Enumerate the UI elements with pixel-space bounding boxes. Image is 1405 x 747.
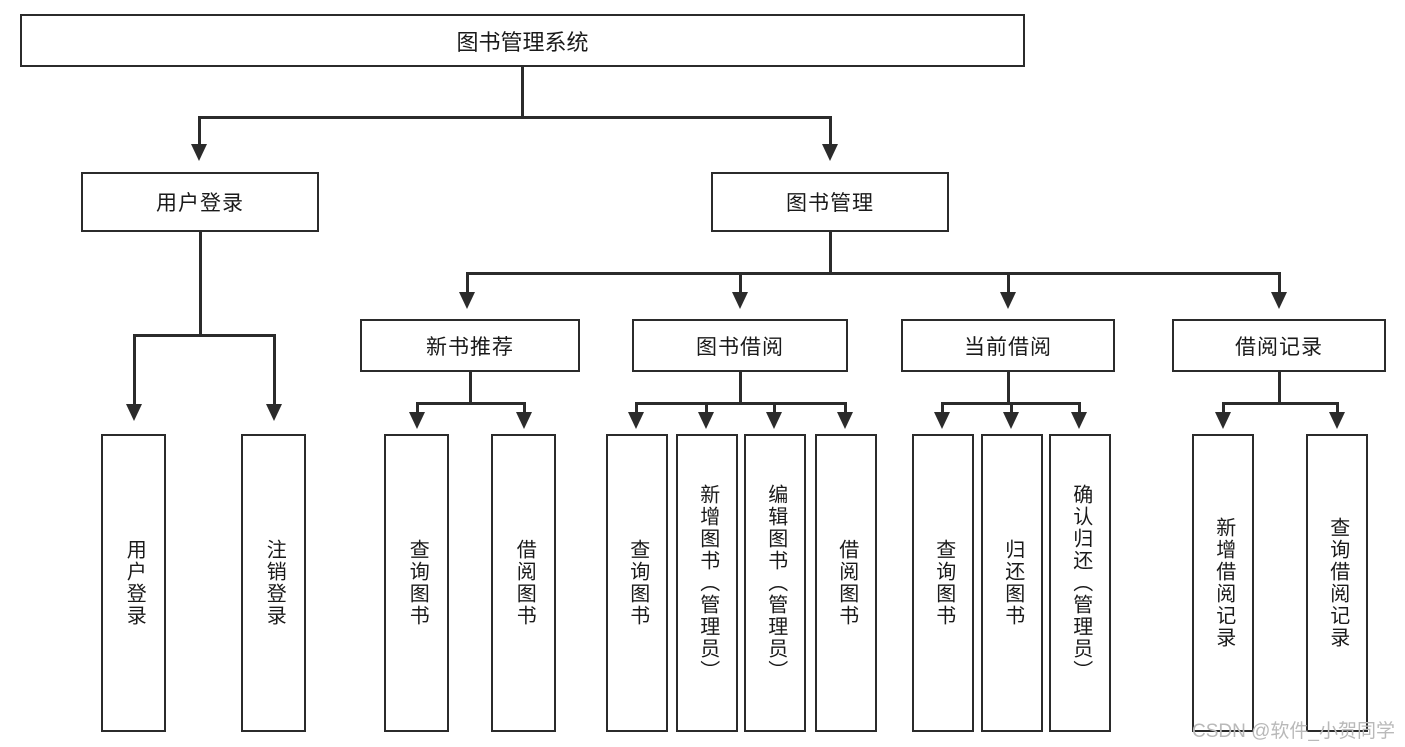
leaf-book-borrow-add-book-admin[interactable]: 新增图书（管理员）	[676, 434, 738, 732]
node-label: 图书管理	[786, 192, 874, 215]
edge-root-to-book-management	[829, 116, 832, 146]
arrow-current-borrow-to-leaf-2	[1003, 412, 1019, 429]
leaf-label: 用户登录	[123, 539, 146, 627]
edge-bm-to-current-borrow	[1007, 272, 1010, 294]
node-book-borrow[interactable]: 图书借阅	[632, 319, 848, 372]
edge-bm-to-new-book	[466, 272, 469, 294]
leaf-borrow-record-add-record[interactable]: 新增借阅记录	[1192, 434, 1254, 732]
arrow-current-borrow-to-leaf-1	[934, 412, 950, 429]
arrow-borrow-record-to-leaf-1	[1215, 412, 1231, 429]
edge-user-login-bar	[133, 334, 276, 337]
edge-bm-to-borrow-record	[1278, 272, 1281, 294]
node-book-management[interactable]: 图书管理	[711, 172, 949, 232]
leaf-new-book-borrow-book[interactable]: 借阅图书	[491, 434, 556, 732]
node-user-login[interactable]: 用户登录	[81, 172, 319, 232]
edge-book-borrow-bar	[635, 402, 847, 405]
leaf-book-borrow-edit-book-admin[interactable]: 编辑图书（管理员）	[744, 434, 806, 732]
edge-user-login-stem	[199, 232, 202, 336]
leaf-current-borrow-confirm-return-admin[interactable]: 确认归还（管理员）	[1049, 434, 1111, 732]
leaf-current-borrow-query-book[interactable]: 查询图书	[912, 434, 974, 732]
arrow-book-borrow-to-leaf-2	[698, 412, 714, 429]
leaf-label: 查询图书	[626, 539, 649, 627]
edge-book-borrow-to-leaf-1	[635, 402, 638, 414]
edge-new-book-to-leaf-1	[416, 402, 419, 414]
node-current-borrow[interactable]: 当前借阅	[901, 319, 1115, 372]
csdn-watermark: CSDN @软件_小贺同学	[1192, 716, 1395, 743]
edge-borrow-record-to-leaf-2	[1336, 402, 1339, 414]
arrow-book-borrow-to-leaf-4	[837, 412, 853, 429]
arrow-bm-to-borrow-record	[1271, 292, 1287, 309]
edge-book-borrow-to-leaf-4	[844, 402, 847, 414]
node-label: 图书管理系统	[456, 29, 589, 55]
arrow-bm-to-new-book	[459, 292, 475, 309]
edge-root-bar	[198, 116, 832, 119]
arrow-user-login-to-leaf-2	[266, 404, 282, 421]
edge-borrow-record-bar	[1222, 402, 1338, 405]
node-label: 图书借阅	[696, 335, 784, 359]
edge-new-book-to-leaf-2	[523, 402, 526, 414]
arrow-bm-to-current-borrow	[1000, 292, 1016, 309]
watermark-text: CSDN @软件_小贺同学	[1192, 721, 1395, 742]
arrow-current-borrow-to-leaf-3	[1071, 412, 1087, 429]
node-label: 用户登录	[156, 192, 244, 215]
leaf-label: 查询图书	[932, 539, 955, 627]
node-borrow-record[interactable]: 借阅记录	[1172, 319, 1386, 372]
arrow-borrow-record-to-leaf-2	[1329, 412, 1345, 429]
edge-user-login-to-leaf-1	[133, 334, 136, 406]
arrow-user-login-to-leaf-1	[126, 404, 142, 421]
arrow-bm-to-book-borrow	[732, 292, 748, 309]
edge-book-borrow-to-leaf-2	[705, 402, 708, 414]
arrow-root-to-book-management	[822, 144, 838, 161]
leaf-current-borrow-return-book[interactable]: 归还图书	[981, 434, 1043, 732]
arrow-book-borrow-to-leaf-3	[766, 412, 782, 429]
edge-current-borrow-to-leaf-3	[1078, 402, 1081, 414]
edge-user-login-to-leaf-2	[273, 334, 276, 406]
leaf-label: 注销登录	[263, 539, 286, 627]
leaf-borrow-record-query-record[interactable]: 查询借阅记录	[1306, 434, 1368, 732]
edge-bm-to-book-borrow	[739, 272, 742, 294]
edge-new-book-bar	[416, 402, 526, 405]
leaf-label: 查询借阅记录	[1326, 517, 1349, 649]
leaf-user-login-logout[interactable]: 注销登录	[241, 434, 306, 732]
leaf-label: 归还图书	[1001, 539, 1024, 627]
leaf-label: 确认归还（管理员）	[1069, 484, 1092, 682]
leaf-new-book-query-book[interactable]: 查询图书	[384, 434, 449, 732]
edge-book-borrow-stem	[739, 372, 742, 404]
leaf-book-borrow-query-book[interactable]: 查询图书	[606, 434, 668, 732]
arrow-new-book-to-leaf-1	[409, 412, 425, 429]
leaf-book-borrow-borrow-book[interactable]: 借阅图书	[815, 434, 877, 732]
edge-current-borrow-stem	[1007, 372, 1010, 404]
leaf-label: 新增借阅记录	[1212, 517, 1235, 649]
leaf-label: 查询图书	[406, 539, 429, 627]
edge-root-to-user-login	[198, 116, 201, 146]
node-new-book-recommend[interactable]: 新书推荐	[360, 319, 580, 372]
leaf-user-login-login[interactable]: 用户登录	[101, 434, 166, 732]
node-label: 当前借阅	[964, 335, 1052, 359]
leaf-label: 编辑图书（管理员）	[764, 484, 787, 682]
leaf-label: 借阅图书	[835, 539, 858, 627]
edge-new-book-stem	[469, 372, 472, 404]
edge-root-stem	[521, 67, 524, 117]
node-root-book-management-system[interactable]: 图书管理系统	[20, 14, 1025, 67]
arrow-book-borrow-to-leaf-1	[628, 412, 644, 429]
arrow-root-to-user-login	[191, 144, 207, 161]
edge-borrow-record-stem	[1278, 372, 1281, 404]
edge-current-borrow-to-leaf-1	[941, 402, 944, 414]
leaf-label: 借阅图书	[513, 539, 536, 627]
node-label: 借阅记录	[1235, 335, 1323, 359]
edge-book-management-bar	[466, 272, 1280, 275]
edge-book-borrow-to-leaf-3	[773, 402, 776, 414]
leaf-label: 新增图书（管理员）	[696, 484, 719, 682]
arrow-new-book-to-leaf-2	[516, 412, 532, 429]
edge-current-borrow-to-leaf-2	[1010, 402, 1013, 414]
node-label: 新书推荐	[426, 335, 514, 359]
edge-borrow-record-to-leaf-1	[1222, 402, 1225, 414]
edge-book-management-stem	[829, 232, 832, 274]
